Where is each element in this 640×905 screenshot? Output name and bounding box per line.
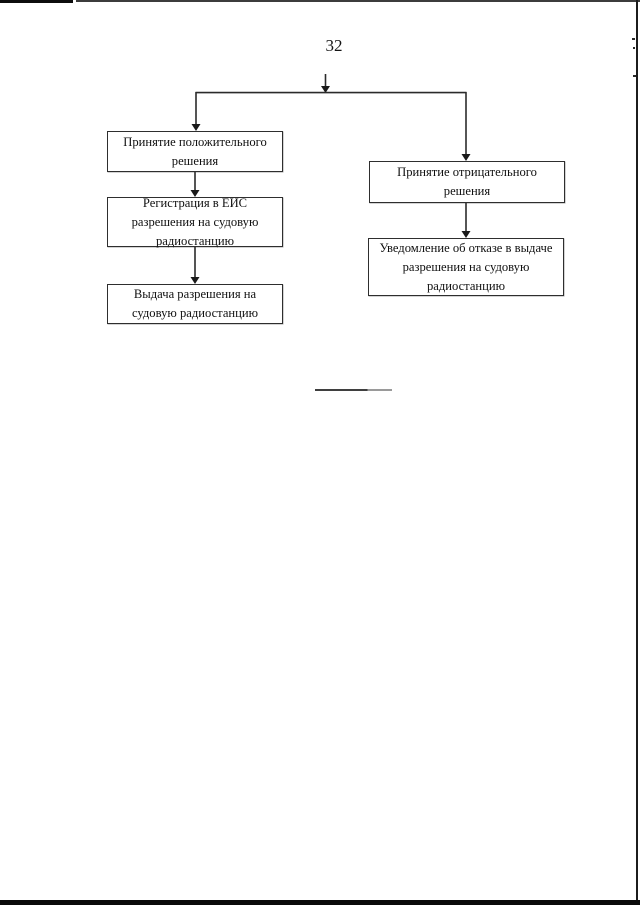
scan-speck (632, 38, 635, 40)
footnote-rule (315, 389, 392, 391)
arrowhead-right-drop (461, 154, 471, 161)
scan-speck (633, 47, 635, 49)
flowchart-box-eis-registration: Регистрация в ЕИС разрешения на судовую … (107, 196, 283, 248)
arrowhead-l2-l3 (190, 277, 200, 284)
scan-edge-top-thin (76, 0, 640, 2)
scan-edge-bottom (0, 900, 640, 905)
scan-edge-right (636, 0, 638, 905)
arrowhead-left-drop (191, 124, 201, 131)
arrowhead-top (321, 86, 330, 93)
flowchart-box-positive-decision: Принятие положительного решения (107, 131, 283, 172)
arrowhead-l1-l2 (190, 190, 200, 197)
flowchart-box-refusal-notice: Уведомление об отказе в выдаче разрешени… (368, 238, 564, 296)
scan-speck (633, 75, 636, 77)
arrowhead-r1-r2 (461, 231, 471, 238)
flowchart-box-permit-issue: Выдача разрешения на судовую радиостанци… (107, 284, 283, 324)
scan-edge-top-thick (0, 0, 73, 3)
page-number: 32 (325, 36, 343, 55)
flowchart-box-negative-decision: Принятие отрицательного решения (369, 161, 565, 203)
